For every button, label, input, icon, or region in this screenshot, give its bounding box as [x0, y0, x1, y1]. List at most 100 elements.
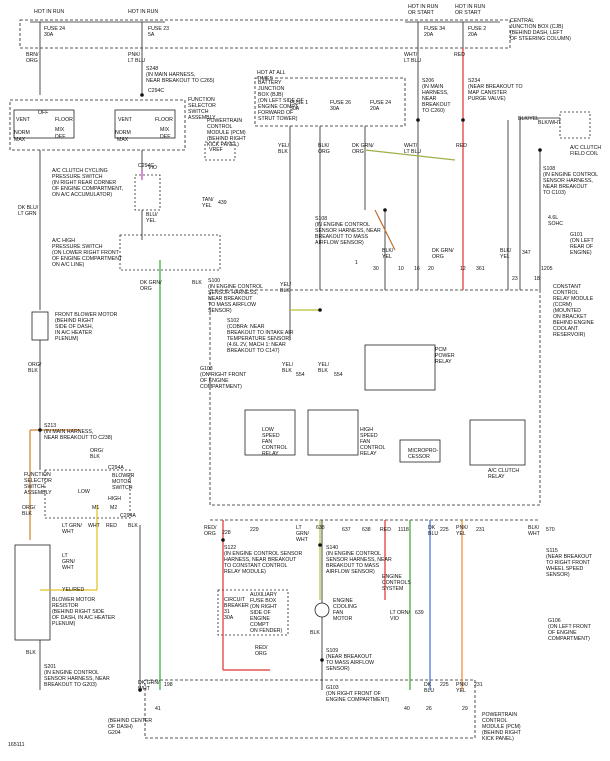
pin-40: 40 [404, 706, 410, 712]
g103-bot-label: G103 (ON RIGHT FRONT OF ENGINE COMPARTME… [326, 685, 390, 703]
wire-blk-3: BLK [26, 650, 36, 656]
c294c-top-label: C294C [148, 88, 165, 94]
wire-pnk-yel: PNK/ YEL [456, 525, 469, 537]
wire-org-blk-3: ORG/ BLK [22, 505, 36, 517]
pin-229: 229 [250, 527, 259, 533]
pin-29: 29 [462, 706, 468, 712]
def-label: DEF [55, 134, 66, 140]
wire-dkgrn-wht-bot: DK GRN/ WHT [138, 680, 160, 692]
s201-label: S201 (IN ENGINE CONTROL SENSOR HARNESS, … [44, 664, 110, 688]
wire-yel-red: YEL/RED [62, 587, 85, 593]
engine-controls-label: ENGINE CONTROLS SYSTEM [382, 574, 411, 592]
def-label-2: DEF [160, 134, 171, 140]
ohm-label: 4.6L SOHC [548, 215, 563, 227]
g103-top-label: G103 (ON RIGHT FRONT OF ENGINE COMPARTME… [200, 366, 247, 390]
m2-label: M2 [110, 505, 118, 511]
max-label: MAX [14, 137, 26, 143]
wire-yel-blk: YEL/ BLK [278, 143, 290, 155]
wire-blk: BLK [192, 280, 202, 286]
ac-clutch-relay-label: A/C CLUTCH RELAY [488, 468, 520, 480]
pin-41: 41 [155, 706, 161, 712]
fuse1-label: FUSE 1 50A [290, 100, 309, 112]
wire-yel-blk-2: YEL/ BLK [280, 282, 292, 294]
wire-639: 639 [415, 610, 424, 616]
ac-clutch-field-label: A/C CLUTCH FIELD COIL [570, 145, 602, 157]
wire-dkblu-bot: DK BLU [424, 682, 435, 694]
low-label: LOW [78, 489, 90, 495]
pin-16: 16 [414, 266, 420, 272]
function-selector-top-label: FUNCTION SELECTOR SWITCH ASSEMBLY [188, 97, 216, 121]
wire-554-a: 554 [296, 372, 305, 378]
m1-label: M1 [92, 505, 100, 511]
wire-198: 198 [164, 682, 173, 688]
pin-361: 361 [476, 266, 485, 272]
s115-label: S115 (NEAR BREAKOUT TO RIGHT FRONT WHEEL… [546, 548, 593, 578]
s108-label: S108 (IN ENGINE CONTROL SENSOR HARNESS, … [315, 216, 381, 246]
wire-dkgrn-org-3: DK GRN/ ORG [140, 280, 162, 292]
wire-blk-wht-2: BLK/ WHT [528, 525, 540, 537]
microprocessor-label: MICROPRO- CESSOR [408, 448, 439, 460]
pcm-top-label: POWERTRAIN CONTROL MODULE (PCM) (BEHIND … [207, 118, 246, 148]
norm-label: NORM [14, 130, 30, 136]
wire-blk-yel: BLK/ YEL [382, 248, 394, 260]
c294a-bot-label: C294A [120, 513, 136, 519]
wire-wht: WHT [88, 523, 100, 529]
wire-pnk-ltblu: PNK/ LT BLU [128, 52, 146, 64]
hot-run-start: HOT IN RUN OR START [408, 4, 439, 16]
max-label-2: MAX [117, 137, 129, 143]
pin-231: 231 [476, 527, 485, 533]
wire-dkgrn-org-2: DK GRN/ ORG [432, 248, 454, 260]
wire-ltgrn-wht-2: LT GRN/ WHT [62, 553, 75, 571]
wire-439: 439 [218, 200, 227, 206]
pin-23: 23 [512, 276, 518, 282]
wire-231: 231 [474, 682, 483, 688]
wire-dkgrn-org: DK GRN/ ORG [352, 143, 374, 155]
c294c-mid-label: C294C [138, 163, 155, 169]
pcm-power-relay-label: PCM POWER RELAY [435, 347, 455, 365]
wire-yel-blk-4: YEL/ BLK [318, 362, 330, 374]
floor-label: FLOOR [55, 117, 73, 123]
g106-label: G106 (ON LEFT FRONT OF ENGINE COMPARTMEN… [548, 618, 591, 642]
s234-label: S234 (NEAR BREAKOUT TO MAP CANISTER PURG… [468, 78, 523, 102]
wire-wht-ltblu: WHT/ LT BLU [404, 143, 422, 155]
wire-blk-4: BLK [310, 630, 320, 636]
ac-clutch-cycling-label: A/C CLUTCH CYCLING PRESSURE SWITCH (IN R… [52, 168, 123, 198]
wire-red-2: RED [106, 523, 117, 529]
pcm-bottom-label: POWERTRAIN CONTROL MODULE (PCM) (BEHIND … [482, 712, 521, 742]
pin-228: 228 [222, 530, 231, 536]
wire-red-3: RED [380, 527, 391, 533]
low-speed-relay-label: LOW SPEED FAN CONTROL RELAY [262, 427, 288, 457]
pin-1118: 1118 [398, 527, 409, 533]
g101-label: G101 (ON LEFT REAR OF ENGINE) [570, 232, 594, 256]
wire-ltorn-vio: LT ORN/ VIO [390, 610, 410, 622]
fuse26-label: FUSE 26 30A [330, 100, 352, 112]
pin-1205: 1205 [541, 266, 553, 272]
wire-blk-yel2: BLK/YEL [518, 116, 540, 122]
norm-label-2: NORM [115, 130, 131, 136]
s109-label: S109 (NEAR BREAKOUT TO MASS AIRFLOW SENS… [326, 648, 375, 672]
high-speed-relay-label: HIGH SPEED FAN CONTROL RELAY [360, 427, 386, 457]
pin-26: 26 [426, 706, 432, 712]
hot-in-run-2: HOT IN RUN [128, 9, 159, 15]
wire-vio: VIO [148, 165, 157, 171]
floor-label-2: FLOOR [155, 117, 173, 123]
aux-fuse-label: AUXILIARY FUSE BOX (ON RIGHT SIDE OF ENG… [250, 592, 283, 634]
s248-label: S248 (IN MAIN HARNESS, NEAR BREAKOUT TO … [146, 66, 215, 84]
fuse24b-label: FUSE 24 20A [370, 100, 392, 112]
cjb-label: CENTRAL JUNCTION BOX (CJB) (BEHIND DASH,… [510, 18, 571, 42]
wire-yel-blk-3: YEL/ BLK [282, 362, 294, 374]
g204-label: (BEHIND CENTER OF DASH) G204 [108, 718, 153, 736]
pin-18: 18 [534, 276, 540, 282]
wire-blk-yel-3: BLK/ YEL [500, 248, 512, 260]
pin-637: 637 [342, 527, 351, 533]
function-selector-low-label: FUNCTION SELECTOR SWITCH ASSEMBLY [24, 472, 52, 496]
wire-blu-yel: BLU/ YEL [146, 212, 158, 224]
wire-brn-org: BRN/ ORG [26, 52, 39, 64]
s108b-label: S108 (IN ENGINE CONTROL SENSOR HARNESS, … [543, 166, 599, 196]
pin-30: 30 [373, 266, 379, 272]
pin-225: 225 [440, 527, 449, 533]
wire-dkblu-ltgrn: DK BLU/ LT GRN [18, 205, 39, 217]
wire-wht-ltblu-top: WHT/ LT BLU [404, 52, 422, 64]
wire-red-top: RED [454, 52, 465, 58]
